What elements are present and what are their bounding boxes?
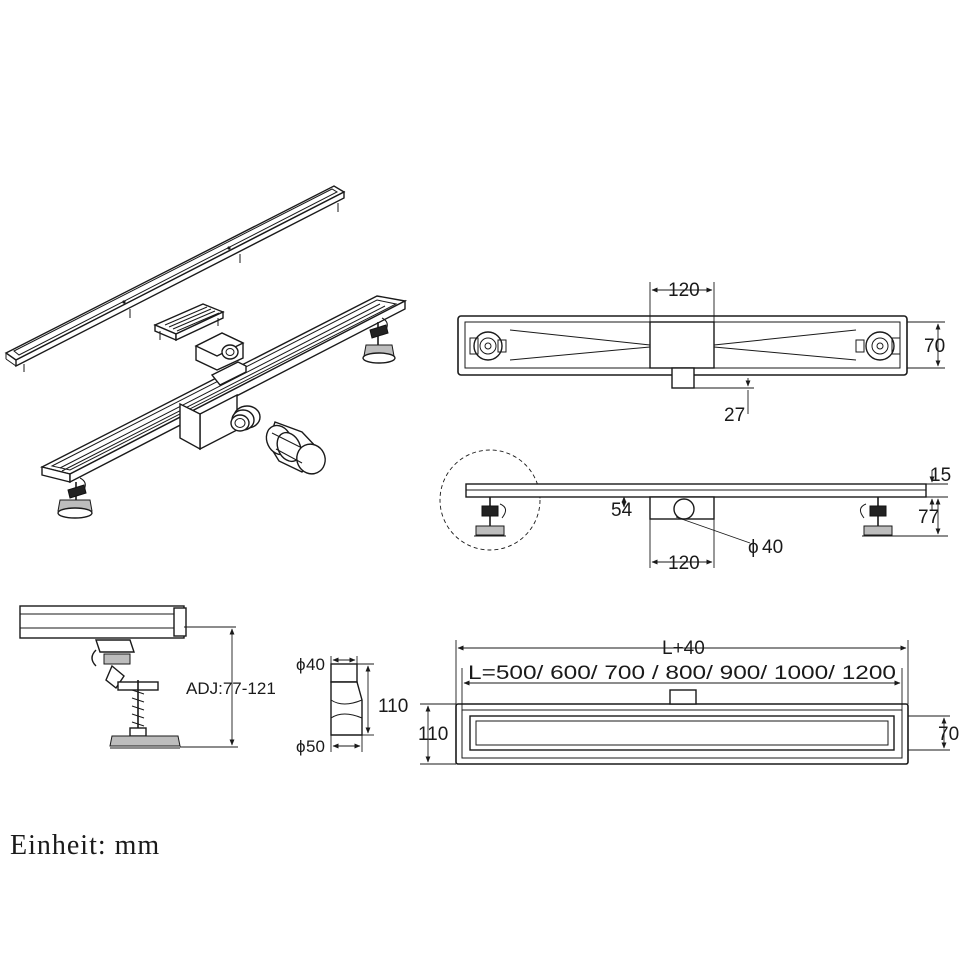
drain-channel: [40, 295, 408, 484]
foot-mount-right: [855, 331, 901, 361]
top-outlet-width-label: 120: [668, 280, 700, 301]
top-view: [457, 282, 945, 414]
front-frame-width-label: 110: [418, 724, 448, 745]
pipe-connector: [265, 421, 326, 475]
outlet-spigot: [230, 405, 261, 432]
detail-circle: [439, 449, 541, 551]
detail-adjustment-label: ADJ:77-121: [186, 679, 276, 698]
hair-catcher-insert: [153, 303, 225, 342]
front-length-options-label: L=500/ 600/ 700 / 800/ 900/ 1000/ 1200: [468, 663, 896, 684]
front-overall-length-label: L+40: [662, 638, 705, 659]
pipe-length-label: 110: [378, 696, 408, 717]
grate-cover: [4, 185, 346, 372]
pipe-bottom-diameter-symbol: ϕ: [296, 737, 306, 756]
pipe-top-diameter-symbol: ϕ: [296, 655, 306, 674]
side-outlet-center-label: 54: [611, 500, 633, 521]
side-foot-right: [860, 497, 894, 537]
trap-cup: [194, 332, 245, 371]
pipe-view: [330, 656, 374, 752]
adjustable-foot-left: [57, 477, 93, 519]
side-foot-left: [474, 497, 506, 537]
unit-note: Einheit: mm: [10, 830, 160, 861]
pipe-top-diameter-label: 40: [306, 655, 325, 674]
detail-view: [19, 605, 238, 749]
front-grate-width-label: 70: [938, 724, 959, 745]
adjustable-foot-right: [362, 317, 396, 364]
side-outlet-diameter-symbol: ϕ: [748, 537, 759, 558]
isometric-exploded-view: [4, 185, 408, 519]
side-total-height-label: 77: [918, 507, 939, 528]
side-view: [439, 449, 948, 568]
detail-foot: [91, 639, 181, 749]
outlet-box: [179, 361, 247, 451]
foot-mount-left: [469, 331, 507, 361]
side-outlet-width-label: 120: [668, 553, 700, 574]
top-channel-width-label: 70: [924, 336, 945, 357]
pipe-bottom-diameter-label: 50: [306, 737, 325, 756]
top-outlet-offset-label: 27: [724, 405, 745, 426]
front-view: [420, 640, 950, 765]
side-outlet-diameter-label: 40: [762, 537, 783, 558]
side-top-height-label: 15: [930, 465, 951, 486]
